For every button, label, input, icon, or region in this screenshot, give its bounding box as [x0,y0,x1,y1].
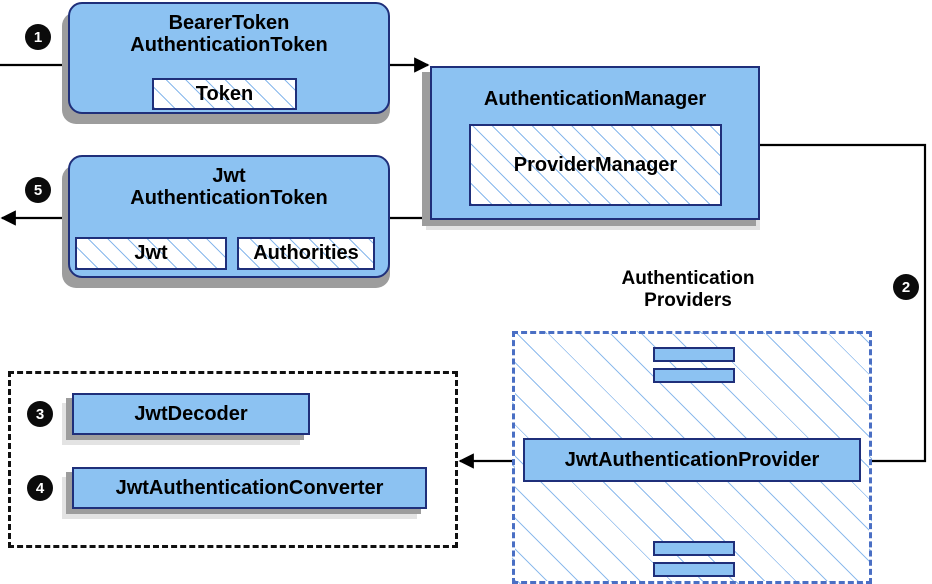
arrow-manager-to-provider [760,143,927,469]
bearer-token-child-label: Token [195,82,254,105]
jwt-authentication-converter-label: JwtAuthenticationConverter [115,476,384,499]
jwt-support-region [8,371,458,548]
provider-bar-top-2 [653,368,735,383]
step-badge-4: 4 [28,476,52,500]
bearer-token-title: BearerToken AuthenticationToken [130,12,328,57]
jwt-token-child-authorities: Authorities [237,237,375,270]
provider-bar-bottom-1 [653,541,735,556]
jwt-token-child-authorities-label: Authorities [253,242,359,264]
step-badge-3: 3 [28,402,52,426]
provider-manager-child: ProviderManager [469,124,722,206]
jwt-authentication-provider-label: JwtAuthenticationProvider [564,448,820,471]
step-badge-3-number: 3 [35,405,45,423]
provider-bar-bottom-2 [653,562,735,577]
provider-bar-top-1 [653,347,735,362]
jwt-decoder-node[interactable]: JwtDecoder [72,393,310,435]
step-badge-2-number: 2 [901,278,911,296]
authentication-manager-title: AuthenticationManager [483,88,707,110]
step-badge-1-number: 1 [33,28,43,46]
jwt-authentication-token-title: Jwt AuthenticationToken [130,165,328,210]
jwt-authentication-converter-node[interactable]: JwtAuthenticationConverter [72,467,427,509]
step-badge-1: 1 [26,25,50,49]
authentication-providers-caption: Authentication Providers [621,268,755,311]
step-badge-2: 2 [894,275,918,299]
bearer-token-child-token: Token [152,78,297,110]
jwt-token-child-jwt-label: Jwt [134,242,168,264]
jwt-authentication-provider-node[interactable]: JwtAuthenticationProvider [523,438,861,482]
jwt-decoder-label: JwtDecoder [134,402,248,425]
jwt-token-child-jwt: Jwt [75,237,227,270]
step-badge-5: 5 [26,178,50,202]
step-badge-5-number: 5 [33,181,43,199]
provider-manager-label: ProviderManager [513,153,678,176]
step-badge-4-number: 4 [35,479,45,497]
